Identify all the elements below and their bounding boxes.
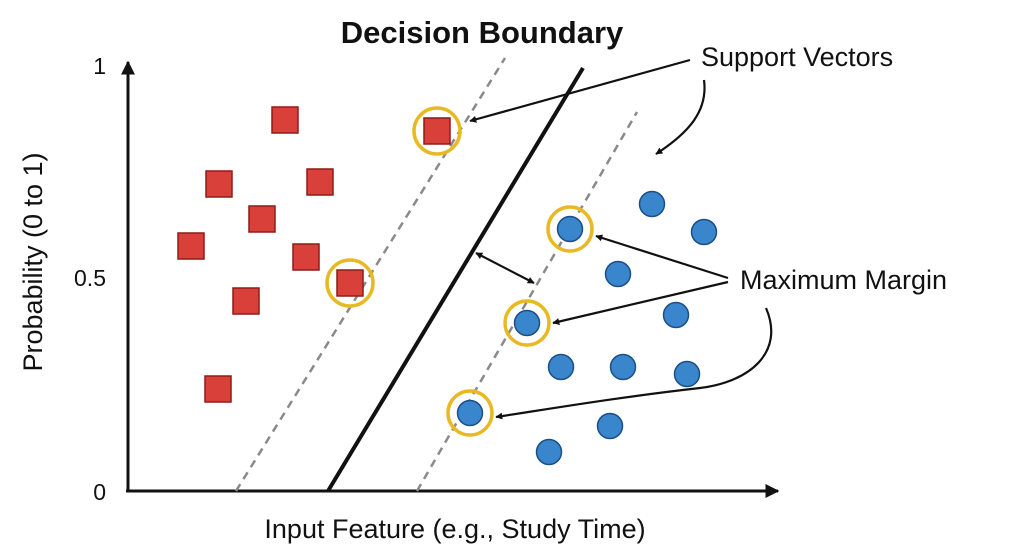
class-a-square [292,243,320,271]
class-b-circle [662,301,690,329]
y-tick-label: 0.5 [74,265,106,291]
class-a-square-support [423,117,451,145]
class-a-square [205,170,233,198]
arrow-maximum-margin-2 [552,280,729,325]
class-b-circle [609,353,637,381]
class-a-square [232,287,260,315]
y-tick-label: 0 [93,479,106,505]
y-axis-title: Probability (0 to 1) [18,152,48,371]
support-vector-rings [325,106,594,437]
class-a-square [204,375,232,403]
diagram-title: Decision Boundary [341,15,624,50]
margin-width-arrow [475,252,535,284]
axes [121,60,780,498]
class-b-points [456,190,718,466]
class-b-circle [596,412,624,440]
arrow-maximum-margin-1 [595,234,729,280]
class-b-circle [604,260,632,288]
support-vector-ring [446,389,494,437]
class-a-square [248,205,276,233]
support-vector-ring [503,299,551,347]
class-b-circle [673,360,701,388]
y-tick-label: 1 [93,53,106,79]
support-vector-ring [412,106,462,156]
support-vector-ring [546,205,594,253]
decision-boundary-line [326,66,585,493]
class-a-square [177,232,205,260]
class-a-square [271,106,299,134]
class-b-circle [690,218,718,246]
class-b-circle-support [556,215,584,243]
support-vectors-label: Support Vectors [701,42,893,72]
maximum-margin-label: Maximum Margin [740,265,947,295]
class-a-points [177,106,451,403]
class-a-square [306,168,334,196]
arrow-maximum-margin-3 [495,307,773,420]
class-b-circle [535,438,563,466]
class-b-circle [638,190,666,218]
x-axis-title: Input Feature (e.g., Study Time) [264,514,645,544]
annotation-arrows [469,58,773,420]
class-b-circle-support [456,399,484,427]
support-vector-ring [325,258,375,308]
arrow-support-vectors-left [469,58,691,123]
class-b-circle-support [513,309,541,337]
class-b-circle [547,353,575,381]
arrow-support-vectors-right [655,79,706,155]
class-a-square-support [336,269,364,297]
